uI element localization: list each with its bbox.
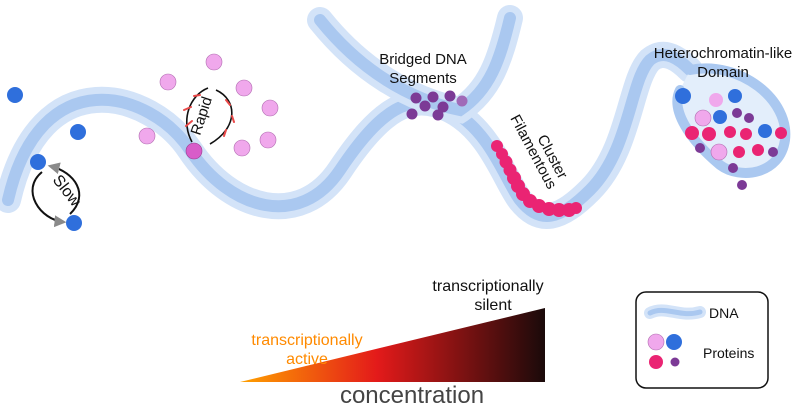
concentration-label: concentration — [340, 382, 484, 409]
pink-protein — [702, 127, 716, 141]
purple-protein — [744, 113, 754, 123]
purple-protein — [728, 163, 738, 173]
purple-protein — [695, 143, 705, 153]
slow-arrow-right — [47, 162, 81, 215]
legend-purple-protein — [670, 357, 680, 367]
silent-label-line1: transcriptionally — [432, 278, 543, 295]
rapid-region: Rapid — [138, 53, 279, 160]
blue-protein — [7, 87, 23, 103]
legend-blue-protein — [666, 334, 682, 350]
pink-protein — [159, 73, 177, 91]
blue-protein — [70, 124, 86, 140]
rapid-arrow-ticks — [183, 94, 235, 137]
pink-protein — [205, 53, 223, 71]
blue-protein — [30, 154, 46, 170]
bridged-label-line2: Segments — [389, 70, 457, 87]
silent-label-line2: silent — [474, 297, 512, 314]
pink-protein — [552, 203, 566, 217]
pink-protein — [694, 109, 712, 127]
active-label-line2: active — [286, 351, 328, 368]
legend-hotpink-protein — [649, 355, 663, 369]
gradient-triangle — [240, 308, 545, 382]
legend: DNA Proteins — [635, 291, 769, 389]
pink-protein — [709, 93, 723, 107]
legend-dna-label: DNA — [709, 305, 739, 321]
blue-protein — [66, 215, 82, 231]
pink-protein — [733, 146, 745, 158]
active-label-line1: transcriptionally — [251, 332, 362, 349]
pink-protein — [724, 126, 736, 138]
legend-proteins-label: Proteins — [703, 345, 754, 361]
blue-protein — [713, 110, 727, 124]
blue-protein — [728, 89, 742, 103]
purple-protein — [432, 109, 444, 121]
pink-protein — [233, 139, 251, 157]
blue-protein — [758, 124, 772, 138]
pink-protein — [259, 131, 277, 149]
pink-protein — [138, 127, 156, 145]
purple-protein — [444, 90, 456, 102]
pink-protein — [185, 142, 203, 160]
pink-protein — [570, 202, 582, 214]
purple-protein — [410, 92, 422, 104]
pink-protein — [235, 79, 253, 97]
rapid-arrow-left — [186, 87, 209, 143]
purple-protein — [737, 180, 747, 190]
pink-protein — [775, 127, 787, 139]
purple-protein — [732, 108, 742, 118]
pink-protein — [740, 128, 752, 140]
heterochromatin-label-line1: Heterochromatin-like — [654, 45, 792, 62]
purple-protein — [456, 95, 468, 107]
pink-protein — [710, 143, 728, 161]
blue-protein — [675, 88, 691, 104]
pink-protein — [752, 144, 764, 156]
pink-protein — [261, 99, 279, 117]
bridged-label-line1: Bridged DNA — [379, 51, 467, 68]
slow-arrow-left — [31, 171, 67, 228]
rapid-arrow-right — [209, 89, 233, 145]
heterochromatin-region: Heterochromatin-like Domain — [654, 45, 792, 190]
bridged-region: Bridged DNA Segments — [379, 51, 468, 121]
pink-protein — [685, 126, 699, 140]
purple-protein — [406, 108, 418, 120]
purple-protein — [768, 147, 778, 157]
purple-protein — [419, 100, 431, 112]
legend-dna-swatch-core — [647, 307, 703, 317]
legend-pink-protein — [647, 333, 665, 351]
purple-protein — [427, 91, 439, 103]
heterochromatin-label-line2: Domain — [697, 64, 749, 81]
concentration-gradient: transcriptionally active transcriptional… — [240, 278, 545, 409]
purple-protein — [437, 101, 449, 113]
